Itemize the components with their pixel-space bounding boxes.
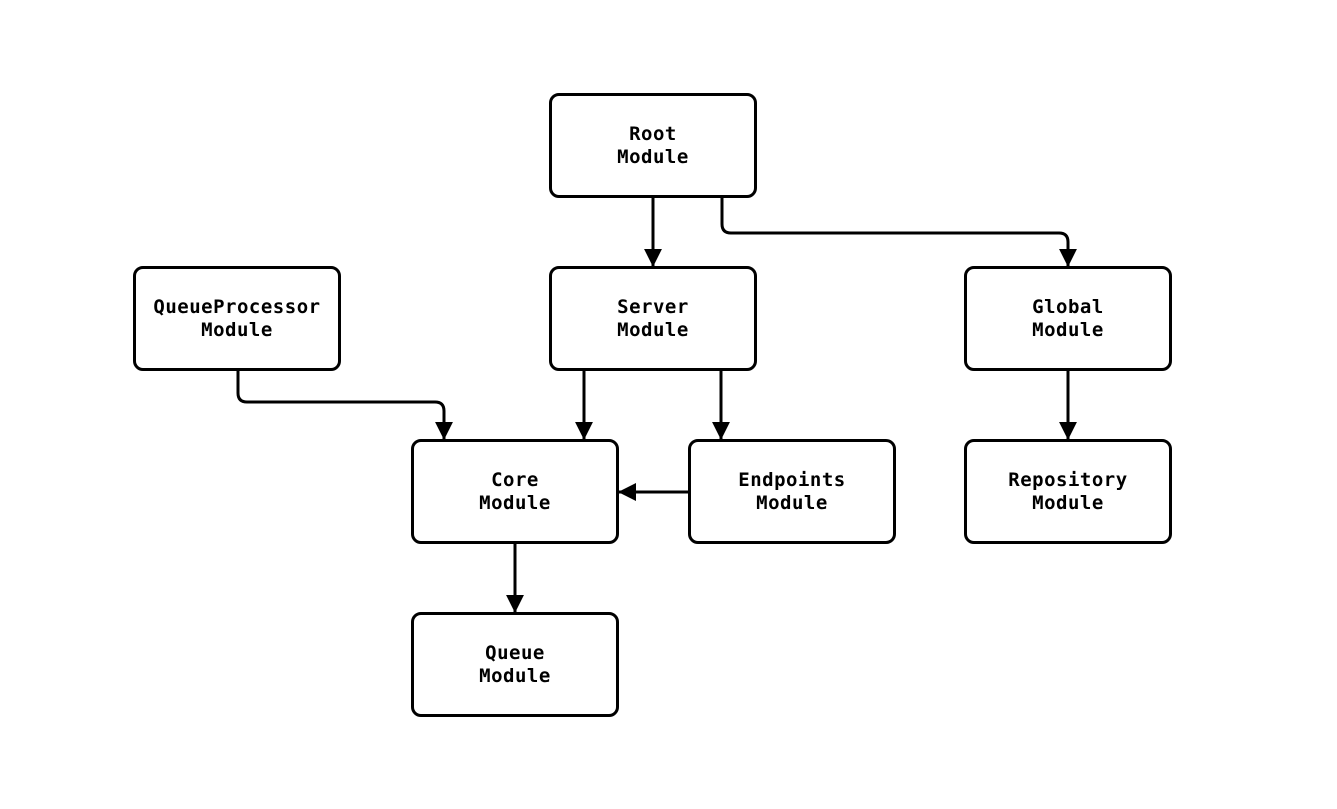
node-label-line2: Module <box>1032 491 1104 514</box>
node-label-line2: Module <box>617 145 689 168</box>
node-label-line2: Module <box>617 318 689 341</box>
edge-queueprocessor-module-to-core-module <box>236 371 453 440</box>
node-label-line1: Repository <box>1008 468 1128 491</box>
node-label-line2: Module <box>756 491 828 514</box>
node-label-line1: Server <box>617 295 689 318</box>
node-label-line2: Module <box>479 664 551 687</box>
node-label-line2: Module <box>201 318 273 341</box>
node-label-line1: QueueProcessor <box>153 295 321 318</box>
node-label-line2: Module <box>479 491 551 514</box>
node-label-line1: Endpoints <box>738 468 846 491</box>
node-label-line1: Queue <box>485 641 545 664</box>
node-label-line1: Root <box>629 122 677 145</box>
edge-root-module-to-global-module <box>720 198 1077 267</box>
node-label-line1: Core <box>491 468 539 491</box>
node-label-line1: Global <box>1032 295 1104 318</box>
node-label-line2: Module <box>1032 318 1104 341</box>
